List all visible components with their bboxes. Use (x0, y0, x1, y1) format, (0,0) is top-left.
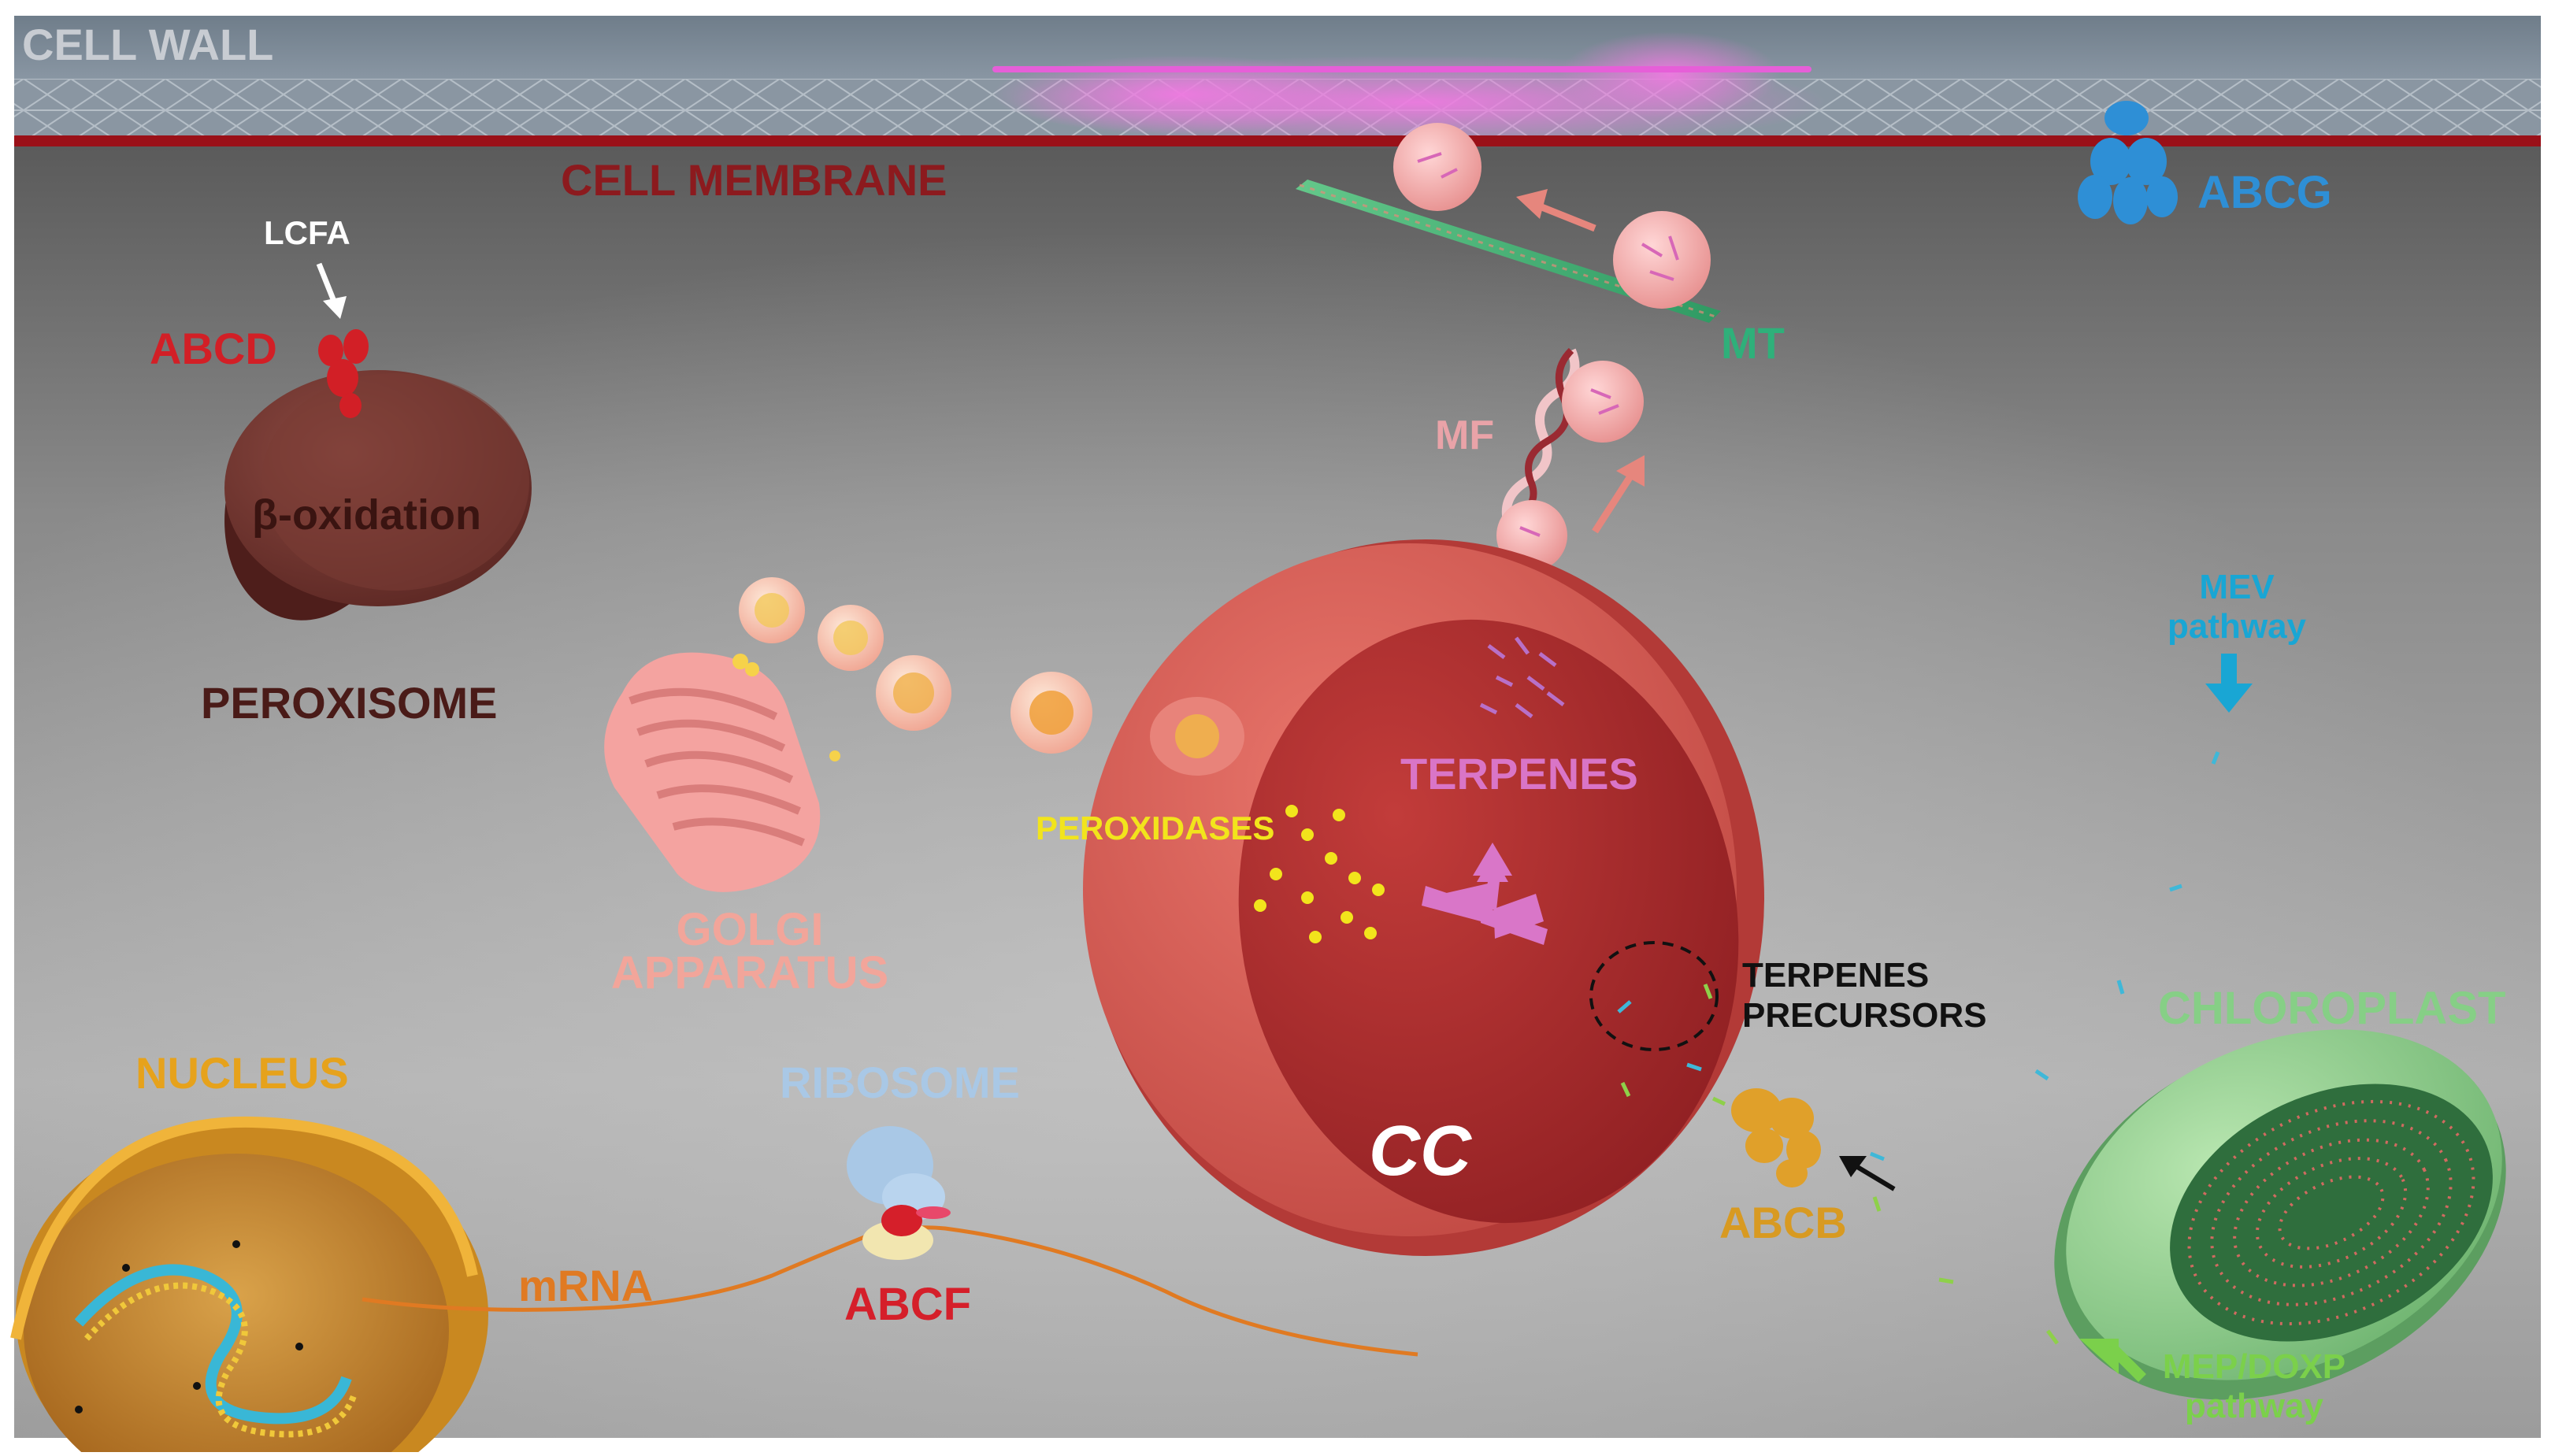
cell-wall-label: CELL WALL (22, 20, 273, 69)
terpene-synthesis-arrow-icon (1422, 843, 1548, 945)
abcd-transporter (318, 329, 369, 418)
mev-label: MEV (2199, 568, 2275, 606)
mt-label: MT (1721, 318, 1785, 368)
chloroplast (2054, 1029, 2506, 1400)
abcb-label: ABCB (1719, 1198, 1847, 1247)
cell-membrane-label: CELL MEMBRANE (561, 155, 947, 205)
transport-vesicles (1393, 123, 1711, 571)
nucleus-label: NUCLEUS (135, 1048, 349, 1098)
peroxisome (224, 370, 532, 621)
apparatus-label: APPARATUS (611, 947, 888, 998)
abcg-transporter (2078, 101, 2178, 224)
mf-label: MF (1435, 413, 1494, 458)
microtubule (1296, 180, 1721, 323)
peroxidases-label: PEROXIDASES (1036, 810, 1274, 847)
abcb-transporter (1731, 1088, 1821, 1187)
golgi-label: GOLGI (677, 904, 824, 955)
abcg-label: ABCG (2197, 167, 2332, 218)
chloroplast-label: CHLOROPLAST (2158, 983, 2505, 1034)
golgi-vesicles (739, 577, 1092, 754)
terpene-molecules (1479, 636, 1565, 718)
beta-oxidation-label: β-oxidation (252, 491, 481, 539)
mep-doxp-label: MEP/DOXP (2163, 1347, 2345, 1386)
mep-arrow-icon (2079, 1339, 2146, 1382)
dna-helix (74, 1264, 358, 1438)
ribosome-label: RIBOSOME (780, 1058, 1020, 1107)
precursors-label: PRECURSORS (1742, 996, 1987, 1035)
terpenes-label: TERPENES (1400, 749, 1638, 798)
golgi-apparatus (604, 652, 840, 892)
peroxidase-dots (1254, 805, 1385, 943)
precursors-circle (1589, 941, 1719, 1051)
abcb-arrow-icon (1839, 1156, 1896, 1191)
lcfa-arrow-icon (316, 262, 347, 319)
lcfa-label: LCFA (264, 214, 350, 251)
abcd-label: ABCD (150, 324, 277, 373)
peroxisome-label: PEROXISOME (201, 678, 498, 728)
mev-arrow-icon (2205, 654, 2253, 713)
abcf-protein (881, 1205, 951, 1236)
abcf-label: ABCF (844, 1279, 971, 1330)
cc-label: CC (1369, 1112, 1473, 1191)
terpene-cloud (992, 31, 1827, 150)
precursor-molecules (1617, 751, 2220, 1345)
mev-pathway-label: pathway (2167, 607, 2307, 646)
terpenes-precursors-label: TERPENES (1742, 956, 1929, 995)
vesicle-transport-arrow-icon (1516, 189, 1645, 534)
mrna-label: mRNA (518, 1261, 653, 1310)
cell-membrane (14, 135, 2541, 146)
mep-pathway-label: pathway (2185, 1387, 2324, 1425)
